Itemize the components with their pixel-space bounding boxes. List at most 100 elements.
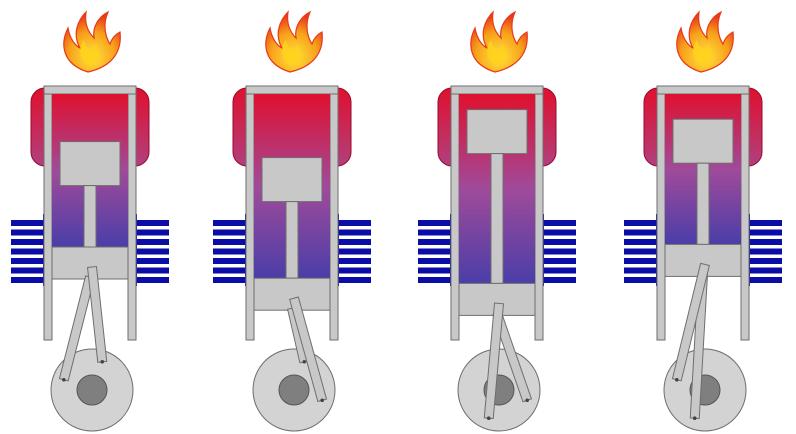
cooling-fin-left	[418, 220, 454, 226]
flame-core	[80, 40, 100, 66]
cooling-fin-left	[11, 267, 47, 274]
power-piston	[253, 277, 331, 311]
cooling-fin-left	[624, 239, 660, 245]
cooling-fin-right	[540, 229, 576, 236]
pivot-pin	[320, 398, 324, 403]
cooling-fin-right	[133, 258, 169, 264]
engine-stage-3	[418, 10, 576, 432]
cooling-fin-right	[335, 229, 371, 236]
displacer-rod	[696, 162, 710, 245]
displacer-connecting-rod	[289, 296, 328, 403]
displacer-rod	[490, 153, 504, 284]
flywheel-hub	[278, 374, 310, 406]
pivot-pin	[675, 377, 679, 382]
cooling-fin-right	[746, 229, 782, 236]
cooling-fin-right	[335, 239, 371, 245]
cooling-fin-left	[418, 277, 454, 283]
pivot-pin	[486, 416, 491, 420]
cooling-fin-left	[11, 258, 47, 264]
flame-icon	[63, 10, 121, 73]
displacer	[672, 118, 734, 164]
flame-icon	[265, 10, 323, 73]
pivot-pin	[525, 398, 529, 403]
displacer	[59, 141, 121, 187]
cooling-fin-right	[540, 248, 576, 255]
cylinder-top	[450, 85, 544, 95]
cylinder-wall-right	[329, 87, 339, 341]
cooling-fin-right	[133, 229, 169, 236]
cooling-fin-right	[746, 258, 782, 264]
cooling-fin-right	[335, 258, 371, 264]
cylinder-top	[245, 85, 339, 95]
cooling-fin-right	[133, 277, 169, 283]
cooling-fin-left	[418, 258, 454, 264]
cooling-fin-right	[335, 248, 371, 255]
cooling-fin-right	[540, 267, 576, 274]
cylinder-wall-right	[127, 87, 137, 341]
cooling-fin-left	[418, 239, 454, 245]
cylinder-top	[43, 85, 137, 95]
displacer-connecting-rod	[671, 262, 710, 382]
cooling-fin-right	[133, 220, 169, 226]
cooling-fin-left	[418, 248, 454, 255]
pivot-pin	[302, 360, 307, 364]
pivot-pin	[100, 360, 105, 364]
displacer	[466, 109, 528, 155]
cooling-fin-left	[11, 248, 47, 255]
cooling-fin-left	[213, 239, 249, 245]
cooling-fin-left	[418, 229, 454, 236]
cooling-fin-left	[213, 220, 249, 226]
cylinder-wall-left	[450, 87, 460, 341]
cooling-fin-left	[213, 229, 249, 236]
cooling-fin-right	[133, 267, 169, 274]
cooling-fin-left	[624, 267, 660, 274]
cooling-fin-left	[11, 220, 47, 226]
cooling-fin-right	[540, 239, 576, 245]
flame-core	[487, 40, 507, 66]
cooling-fin-left	[213, 277, 249, 283]
cooling-fin-left	[624, 229, 660, 236]
flame-core	[693, 40, 713, 66]
cooling-fin-right	[133, 248, 169, 255]
cooling-fin-left	[11, 277, 47, 283]
cooling-fin-right	[746, 220, 782, 226]
engine-stage-1	[11, 10, 169, 432]
cooling-fin-right	[335, 277, 371, 283]
cylinder-top	[656, 85, 750, 95]
cooling-fin-right	[540, 220, 576, 226]
displacer-connecting-rod	[483, 302, 505, 420]
cooling-fin-left	[213, 267, 249, 274]
cooling-fin-right	[540, 258, 576, 264]
cooling-fin-right	[335, 220, 371, 226]
cooling-fin-left	[624, 220, 660, 226]
cooling-fin-right	[746, 277, 782, 283]
displacer-rod	[285, 201, 299, 279]
flame-icon	[676, 10, 734, 73]
cooling-fin-left	[213, 248, 249, 255]
cooling-fin-left	[624, 248, 660, 255]
cooling-fin-right	[540, 277, 576, 283]
displacer-rod	[83, 185, 97, 248]
cooling-fin-left	[418, 267, 454, 274]
cylinder-wall-left	[245, 87, 255, 341]
cooling-fin-left	[624, 258, 660, 264]
pivot-pin	[692, 416, 697, 420]
cooling-fin-left	[11, 239, 47, 245]
flame-icon	[470, 10, 528, 73]
cylinder-wall-left	[656, 87, 666, 341]
cooling-fin-left	[213, 258, 249, 264]
cylinder-wall-right	[740, 87, 750, 341]
cooling-fin-left	[624, 277, 660, 283]
displacer-connecting-rod	[86, 265, 108, 363]
cooling-fin-left	[11, 229, 47, 236]
pivot-pin	[62, 377, 66, 382]
displacer	[261, 157, 323, 203]
cooling-fin-right	[746, 239, 782, 245]
cooling-fin-right	[133, 239, 169, 245]
cooling-fin-right	[335, 267, 371, 274]
cylinder-wall-right	[534, 87, 544, 341]
cooling-fin-right	[746, 267, 782, 274]
engine-stage-2	[213, 10, 371, 432]
cooling-fin-right	[746, 248, 782, 255]
